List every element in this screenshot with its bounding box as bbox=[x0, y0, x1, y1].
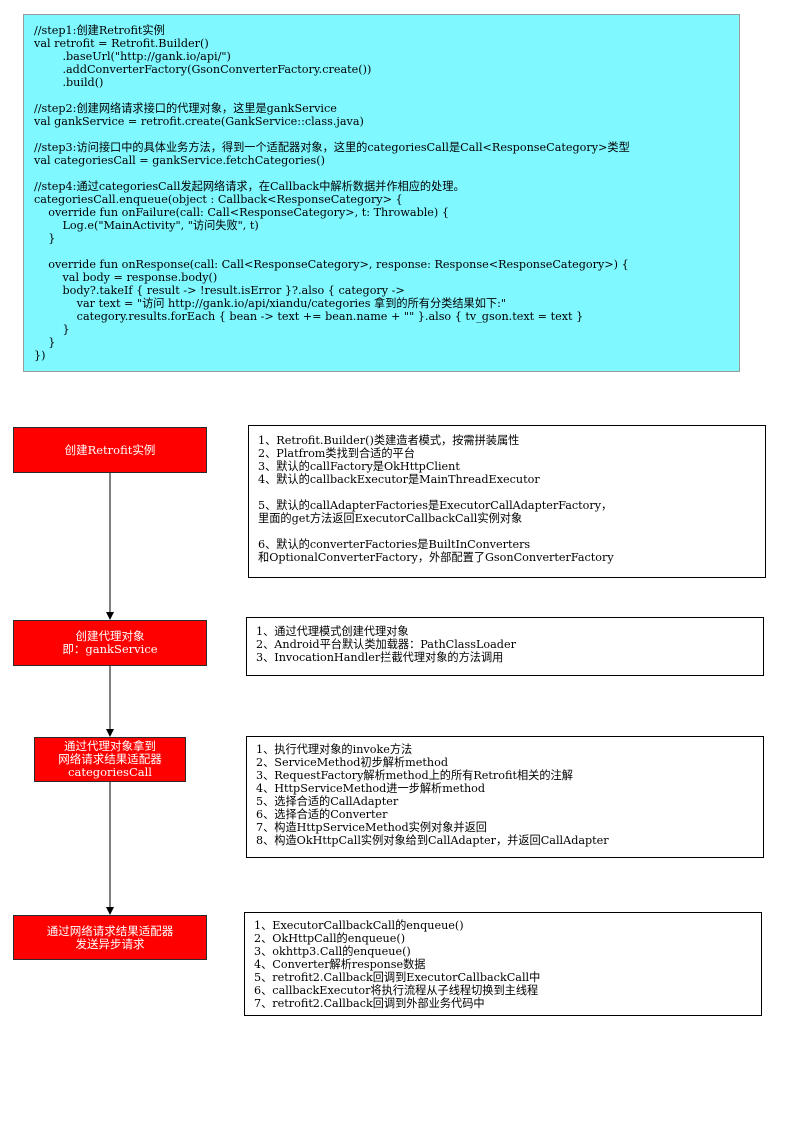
note-line: 7、retrofit2.Callback回调到外部业务代码中 bbox=[254, 997, 485, 1010]
note-line: 里面的get方法返回ExecutorCallbackCall实例对象 bbox=[258, 512, 523, 525]
step-notes-send-async-request: 1、ExecutorCallbackCall的enqueue()2、OkHttp… bbox=[244, 912, 762, 1016]
code-line: } bbox=[34, 336, 56, 349]
code-line: override fun onResponse(call: Call<Respo… bbox=[34, 258, 629, 271]
step-box-send-async-request: 通过网络请求结果适配器发送异步请求 bbox=[13, 915, 207, 960]
code-line: } bbox=[34, 323, 70, 336]
note-line: 和OptionalConverterFactory，外部配置了GsonConve… bbox=[258, 551, 614, 564]
step-label: 网络请求结果适配器 bbox=[58, 752, 162, 766]
note-line: 2、OkHttpCall的enqueue() bbox=[254, 932, 406, 945]
code-line: val gankService = retrofit.create(GankSe… bbox=[34, 115, 364, 128]
note-line: 5、retrofit2.Callback回调到ExecutorCallbackC… bbox=[254, 971, 541, 984]
code-line: .baseUrl("http://gank.io/api/") bbox=[34, 50, 231, 63]
step-label: 创建Retrofit实例 bbox=[64, 442, 156, 457]
note-line: 4、Converter解析response数据 bbox=[254, 958, 426, 971]
code-line: }) bbox=[34, 349, 46, 362]
step-label: 即：gankService bbox=[62, 642, 158, 656]
note-line: 2、ServiceMethod初步解析method bbox=[256, 756, 448, 769]
note-line: 1、Retrofit.Builder()类建造者模式，按需拼装属性 bbox=[258, 434, 520, 447]
code-line: //step2:创建网络请求接口的代理对象，这里是gankService bbox=[34, 102, 337, 115]
note-line: 8、构造OkHttpCall实例对象给到CallAdapter，并返回CallA… bbox=[256, 834, 609, 847]
code-line: .addConverterFactory(GsonConverterFactor… bbox=[34, 63, 372, 76]
code-line: val retrofit = Retrofit.Builder() bbox=[34, 37, 209, 50]
code-line: val body = response.body() bbox=[34, 271, 218, 284]
code-line: category.results.forEach { bean -> text … bbox=[34, 310, 584, 323]
note-line bbox=[258, 486, 756, 499]
step-label: categoriesCall bbox=[68, 765, 152, 779]
note-line: 2、Platfrom类找到合适的平台 bbox=[258, 447, 415, 460]
code-line: var text = "访问 http://gank.io/api/xiandu… bbox=[34, 297, 507, 310]
note-line: 3、okhttp3.Call的enqueue() bbox=[254, 945, 411, 958]
code-line: } bbox=[34, 232, 56, 245]
note-line: 5、默认的callAdapterFactories是ExecutorCallAd… bbox=[258, 499, 613, 512]
code-line: //step3:访问接口中的具体业务方法，得到一个适配器对象，这里的catego… bbox=[34, 141, 630, 154]
note-line: 2、Android平台默认类加载器：PathClassLoader bbox=[256, 638, 516, 651]
step-label: 创建代理对象 bbox=[75, 629, 145, 643]
code-line: Log.e("MainActivity", "访问失败", t) bbox=[34, 219, 259, 232]
code-line: .build() bbox=[34, 76, 104, 89]
step-box-create-retrofit: 创建Retrofit实例 bbox=[13, 427, 207, 473]
note-line: 6、callbackExecutor将执行流程从子线程切换到主线程 bbox=[254, 984, 539, 997]
note-line: 5、选择合适的CallAdapter bbox=[256, 795, 399, 808]
step-label: 通过网络请求结果适配器 bbox=[46, 923, 174, 938]
note-line: 3、InvocationHandler拦截代理对象的方法调用 bbox=[256, 651, 504, 664]
note-line: 6、默认的converterFactories是BuiltInConverter… bbox=[258, 538, 531, 551]
note-line: 7、构造HttpServiceMethod实例对象并返回 bbox=[256, 821, 487, 834]
step-label: 发送异步请求 bbox=[75, 936, 145, 951]
note-line: 6、选择合适的Converter bbox=[256, 808, 388, 821]
note-line: 1、通过代理模式创建代理对象 bbox=[256, 625, 409, 638]
step-box-create-proxy: 创建代理对象即：gankService bbox=[13, 620, 207, 666]
code-line: body?.takeIf { result -> !result.isError… bbox=[34, 284, 405, 297]
note-line: 4、默认的callbackExecutor是MainThreadExecutor bbox=[258, 473, 540, 486]
note-line: 3、默认的callFactory是OkHttpClient bbox=[258, 460, 460, 473]
note-line: 1、执行代理对象的invoke方法 bbox=[256, 743, 413, 756]
code-line: //step1:创建Retrofit实例 bbox=[34, 24, 165, 37]
step-label: 通过代理对象拿到 bbox=[64, 739, 156, 753]
note-line: 4、HttpServiceMethod进一步解析method bbox=[256, 782, 486, 795]
code-line: //step4:通过categoriesCall发起网络请求，在Callback… bbox=[34, 180, 465, 193]
note-line bbox=[258, 525, 756, 538]
code-line: categoriesCall.enqueue(object : Callback… bbox=[34, 193, 403, 206]
note-line: 3、RequestFactory解析method上的所有Retrofit相关的注… bbox=[256, 769, 573, 782]
code-line: val categoriesCall = gankService.fetchCa… bbox=[34, 154, 326, 167]
code-line: override fun onFailure(call: Call<Respon… bbox=[34, 206, 449, 219]
note-line: 1、ExecutorCallbackCall的enqueue() bbox=[254, 919, 464, 932]
